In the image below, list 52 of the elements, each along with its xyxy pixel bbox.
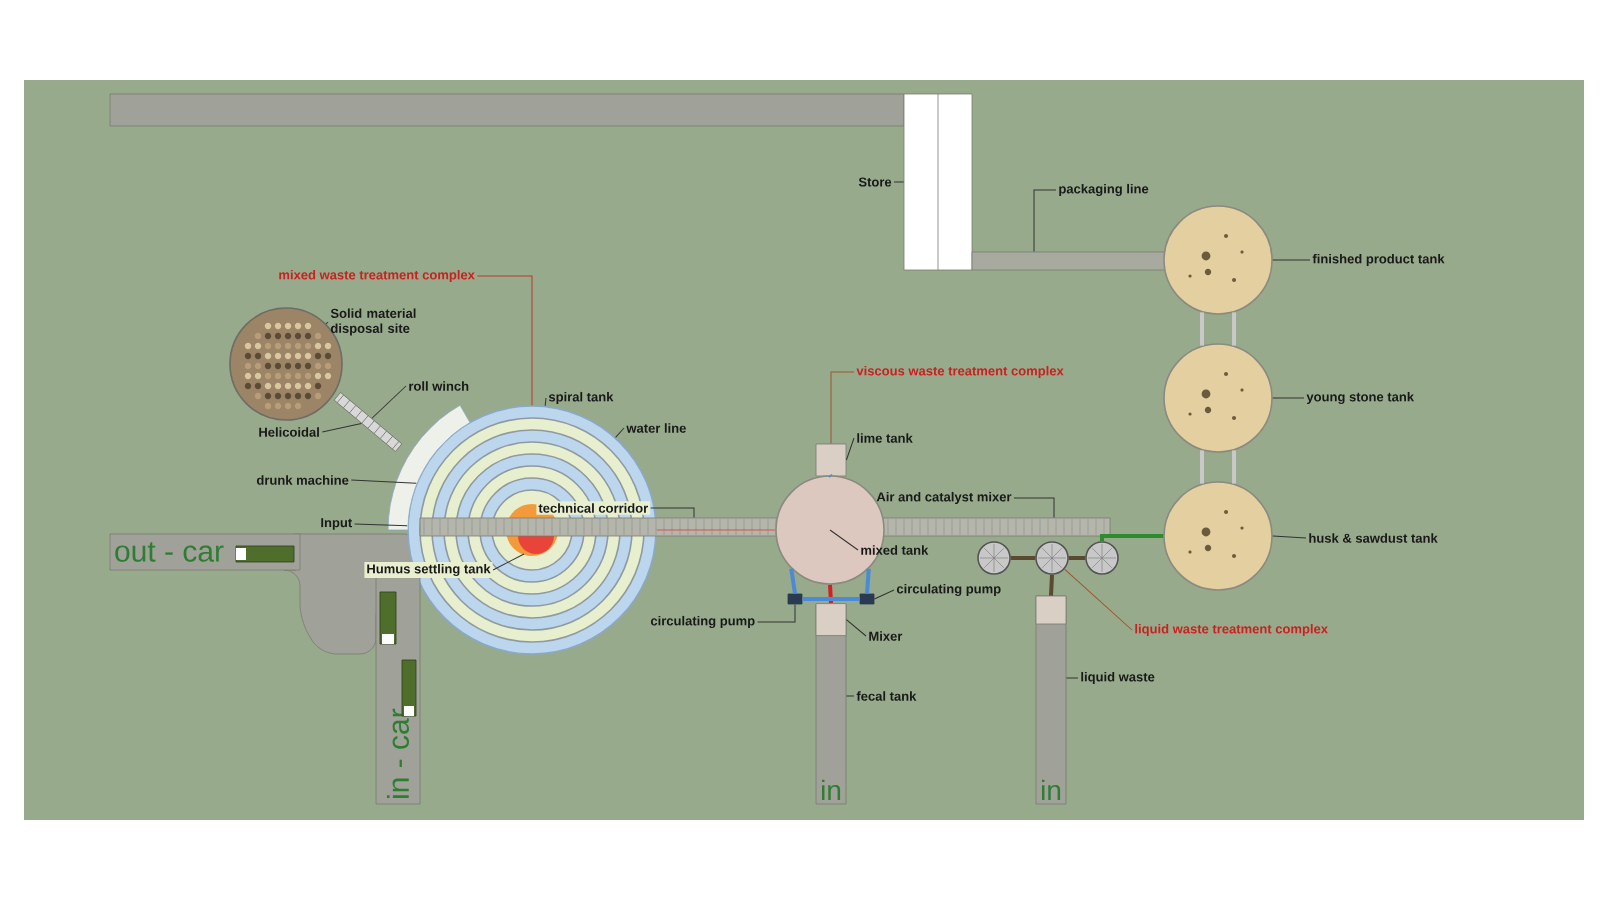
store-building — [903, 93, 973, 271]
leader-line — [1064, 568, 1133, 631]
pipe — [656, 529, 776, 531]
pump-symbol — [859, 593, 875, 605]
pipe — [1049, 574, 1054, 596]
pump — [1085, 541, 1119, 575]
leader-line — [845, 437, 855, 461]
pipe — [865, 568, 871, 594]
pump-symbol — [787, 593, 803, 605]
conveyor-bar — [971, 251, 1167, 271]
pump — [1035, 541, 1069, 575]
pump — [977, 541, 1011, 575]
leader-line — [492, 553, 525, 571]
screw-conveyor — [1200, 450, 1204, 484]
storage-tank — [1163, 205, 1273, 315]
storage-tank — [1163, 481, 1273, 591]
pipe — [1100, 534, 1164, 542]
leader-line — [1272, 259, 1311, 261]
leader-line — [757, 603, 796, 623]
pipe — [789, 568, 797, 594]
leader-line — [1033, 189, 1057, 253]
leader-line — [1065, 677, 1079, 679]
pipe — [1068, 556, 1086, 560]
leader-line — [1272, 535, 1307, 539]
pipe — [828, 584, 833, 604]
screw-conveyor — [333, 392, 403, 452]
pipe — [802, 597, 860, 601]
leader-line — [350, 479, 417, 484]
leader-line — [829, 529, 859, 551]
pipe — [828, 473, 833, 478]
leader-line — [354, 523, 408, 527]
leader-line — [476, 275, 533, 406]
leader-line — [650, 507, 695, 519]
screw-conveyor — [1232, 312, 1237, 346]
road: in — [1035, 595, 1067, 805]
leader-line — [371, 385, 407, 419]
tank-box — [815, 443, 847, 477]
screw-conveyor — [1232, 450, 1237, 484]
leader-line — [321, 422, 362, 433]
leader-line — [544, 397, 547, 407]
leader-line — [873, 589, 895, 600]
screw-conveyor — [1200, 312, 1204, 346]
leader-line — [615, 427, 625, 438]
leader-line — [1272, 397, 1305, 399]
pipe — [1010, 556, 1036, 560]
mixer-box — [815, 603, 847, 636]
leader-line — [845, 695, 855, 697]
leader-line — [1013, 497, 1055, 519]
leader-line — [845, 619, 867, 637]
leader-line — [893, 181, 905, 183]
storage-tank — [1163, 343, 1273, 453]
leader-line — [830, 371, 855, 445]
